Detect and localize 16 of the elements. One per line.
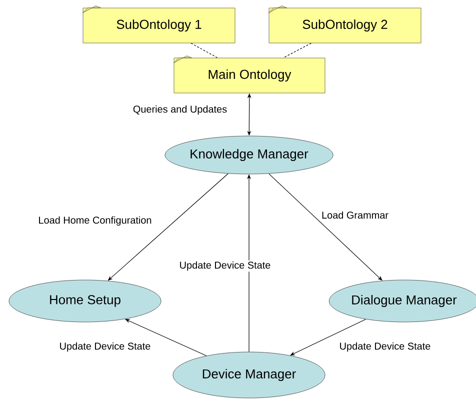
note-box: SubOntology 2 (268, 6, 422, 44)
edge-label: Load Home Configuration (37, 215, 153, 227)
edge-label: Queries and Updates (132, 104, 228, 116)
dashed-line (190, 42, 218, 58)
arrow (125, 319, 207, 356)
ellipse-node: Knowledge Manager (164, 136, 334, 174)
ellipse-node: Home Setup (8, 280, 162, 322)
note-box: SubOntology 1 (82, 6, 236, 44)
edge-label: Update Device State (178, 260, 272, 272)
edge-label: Update Device State (338, 341, 432, 353)
ellipse-node: Dialogue Manager (328, 280, 476, 322)
ellipse-node: Device Manager (172, 352, 326, 398)
dashed-line (283, 42, 312, 58)
edge-label: Load Grammar (320, 210, 390, 220)
edge-label: Update Device State (58, 341, 152, 353)
note-box: Main Ontology (174, 56, 326, 94)
